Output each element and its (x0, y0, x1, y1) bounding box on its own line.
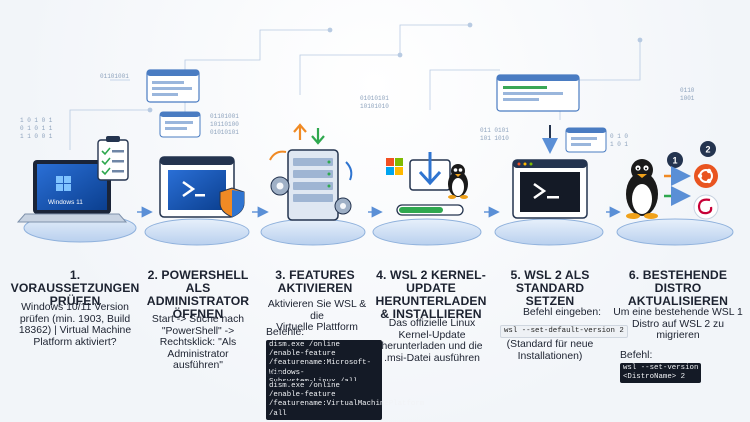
distro-migration-icon: 1 2 (626, 141, 719, 220)
svg-text:0110: 0110 (680, 87, 695, 94)
binary-decor: 1 0 1 0 1 0 1 0 1 1 1 1 0 0 1 01101001 1… (20, 73, 695, 148)
floating-windows (146, 69, 607, 154)
server-gears-icon (269, 123, 353, 221)
svg-text:101 1010: 101 1010 (480, 135, 509, 142)
svg-text:01101001: 01101001 (210, 113, 239, 120)
step-1-description: Windows 10/11 Version prüfen (min. 1903,… (18, 302, 132, 348)
step-3-command-2: dism.exe /online /enable-feature /featur… (266, 381, 424, 420)
step-5-title: 5. WSL 2 ALS STANDARD SETZEN (510, 268, 590, 308)
svg-text:1001: 1001 (680, 95, 695, 102)
svg-text:1 1 0 0 1: 1 1 0 0 1 (20, 133, 53, 140)
step-3-title: 3. FEATURES AKTIVIEREN (275, 268, 355, 295)
step-3-command-1: dism.exe /online /enable-feature /featur… (266, 340, 382, 389)
svg-text:1 0 1: 1 0 1 (610, 141, 628, 148)
step-6-command: wsl --set-version <DistroName> 2 (620, 363, 702, 384)
svg-text:10101010: 10101010 (360, 103, 389, 110)
laptop-checklist-icon: Windows 11 (16, 136, 129, 223)
terminal-window-icon (512, 159, 588, 219)
svg-text:0 1 0: 0 1 0 (610, 133, 628, 140)
step-badge-1: 1 (672, 156, 677, 166)
powershell-window-icon (159, 156, 245, 218)
download-linux-icon (386, 152, 468, 216)
svg-text:01010101: 01010101 (360, 95, 389, 102)
svg-text:10110100: 10110100 (210, 121, 239, 128)
step-1-title: 1. VORAUSSETZUNGEN PRÜFEN (10, 268, 140, 308)
step-6-title: 6. BESTEHENDE DISTRO AKTUALISIEREN (627, 268, 729, 308)
step-4-title: 4. WSL 2 KERNEL- UPDATE HERUNTERLADEN & … (375, 268, 487, 321)
step-3-commands-label: Befehle: (266, 327, 305, 338)
laptop-screen-label: Windows 11 (48, 199, 83, 206)
steps-illustration: 1 0 1 0 1 0 1 0 1 1 1 1 0 0 1 01101001 1… (16, 22, 734, 246)
platforms (23, 213, 734, 246)
step-2-title: 2. POWERSHELL ALS ADMINISTRATOR ÖFFNEN (146, 268, 250, 321)
svg-text:011 0101: 011 0101 (480, 127, 509, 134)
step-badge-2: 2 (705, 145, 710, 155)
step-3-description: Aktivieren Sie WSL & die Virtuelle Platt… (267, 299, 367, 334)
step-5-command: wsl --set-default-version 2 (500, 325, 628, 339)
step-4-description: Das offizielle Linux Kernel-Update herun… (381, 318, 483, 364)
step-6-description: Um eine bestehende WSL 1 Distro auf WSL … (613, 307, 743, 342)
svg-text:1 0 1 0 1: 1 0 1 0 1 (20, 117, 53, 124)
step-5-note: (Standard für neue Installationen) (506, 339, 594, 362)
step-5-command-label: Befehl eingeben: (523, 307, 601, 318)
step-6-command-label: Befehl: (620, 350, 653, 361)
svg-text:0 1 0 1 1: 0 1 0 1 1 (20, 125, 53, 132)
svg-text:01101001: 01101001 (100, 73, 129, 80)
step-3-and-label: und (266, 369, 284, 380)
svg-text:01010101: 01010101 (210, 129, 239, 136)
step-2-description: Start -> Suche nach "PowerShell" -> Rech… (151, 314, 245, 372)
